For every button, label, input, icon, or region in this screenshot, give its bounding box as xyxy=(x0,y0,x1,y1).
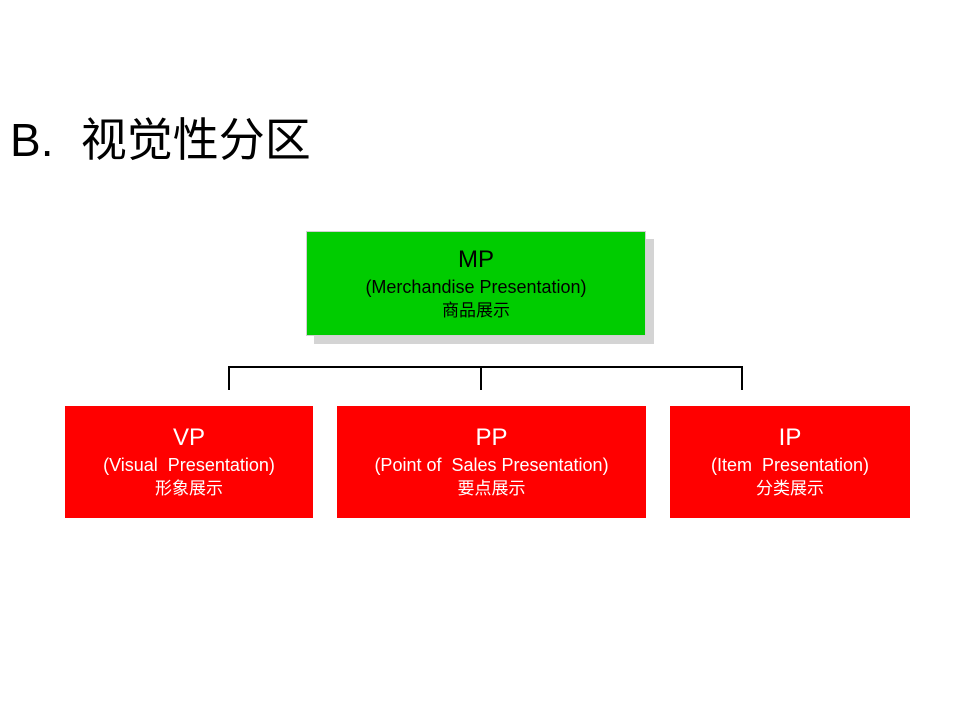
node-mp-abbr: MP xyxy=(458,245,494,273)
connector-drop-vp xyxy=(228,366,230,390)
node-ip-english: (Item Presentation) xyxy=(710,455,870,475)
node-vp-english: (Visual Presentation) xyxy=(103,455,275,475)
node-pp-chinese: 要点展示 xyxy=(457,479,526,499)
node-mp-chinese: 商品展示 xyxy=(442,300,510,321)
node-pp: PP (Point of Sales Presentation) 要点展示 xyxy=(337,406,646,518)
node-pp-abbr: PP xyxy=(475,424,508,451)
node-vp-chinese: 形象展示 xyxy=(155,479,223,499)
node-vp: VP (Visual Presentation) 形象展示 xyxy=(65,406,313,518)
connector-horizontal xyxy=(228,366,743,368)
node-mp-english: (Merchandise Presentation) xyxy=(365,276,587,297)
node-mp: MP (Merchandise Presentation) 商品展示 xyxy=(306,231,646,336)
title-letter: B xyxy=(10,114,41,166)
node-ip-abbr: IP xyxy=(778,424,802,451)
connector-drop-ip xyxy=(741,366,743,390)
node-vp-abbr: VP xyxy=(172,424,205,451)
connector-drop-pp xyxy=(480,366,482,390)
node-ip: IP (Item Presentation) 分类展示 xyxy=(670,406,910,518)
node-pp-english: (Point of Sales Presentation) xyxy=(374,455,609,475)
node-ip-chinese: 分类展示 xyxy=(756,479,824,499)
title-separator: . xyxy=(40,114,54,166)
slide-title: B. 视觉性分区 xyxy=(10,108,311,172)
title-text: 视觉性分区 xyxy=(80,113,311,167)
